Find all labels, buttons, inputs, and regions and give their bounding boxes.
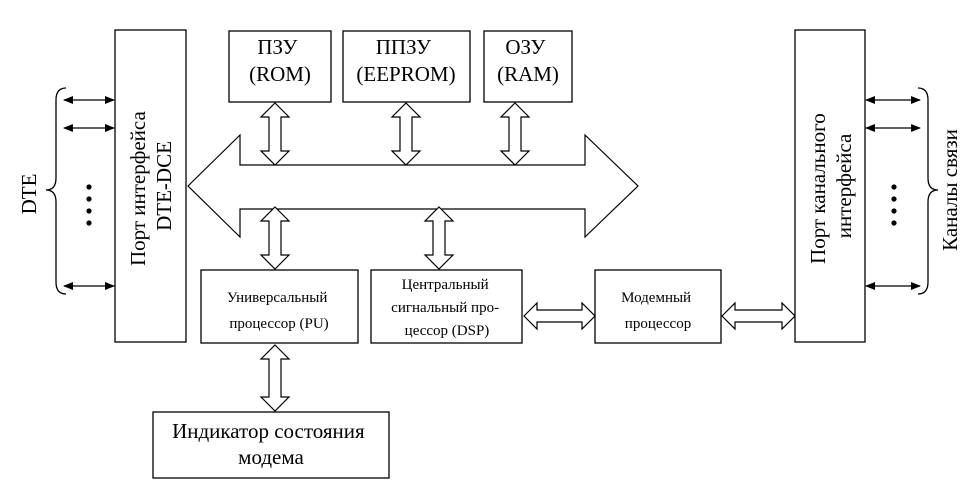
channels-brace bbox=[917, 87, 939, 295]
ram-label-line1: ОЗУ bbox=[505, 35, 545, 59]
dte-group-label: DTE bbox=[17, 174, 41, 215]
dte-ellipsis-dots bbox=[86, 184, 92, 226]
dte-port-label-line1: Порт интерфейса bbox=[126, 111, 150, 267]
eeprom-block: ППЗУ (EEPROM) bbox=[342, 30, 471, 103]
svg-text:Центральный сигнальный п: Центральный сигнальный про- цессор (DSP) bbox=[391, 277, 503, 339]
indicator-label-line2: модема bbox=[238, 445, 304, 469]
channel-ellipsis-dots bbox=[891, 184, 897, 226]
pu-indicator-arrow bbox=[259, 344, 291, 412]
dsp-modem-arrow bbox=[523, 301, 596, 331]
svg-text:ПЗУ (ROM): ПЗУ (ROM) bbox=[249, 35, 311, 86]
dte-dce-port: Порт интерфейса DTE-DCE bbox=[114, 29, 187, 343]
ram-block: ОЗУ (RAM) bbox=[483, 30, 573, 103]
svg-text:Порт интерфейса DTE-DCE: Порт интерфейса DTE-DCE bbox=[126, 106, 176, 266]
svg-text:Модемный процессор: Модемный процессор bbox=[621, 290, 695, 332]
modem-status-indicator-block: Индикатор состояния модема bbox=[152, 411, 390, 479]
rom-block: ПЗУ (ROM) bbox=[228, 30, 332, 103]
channels-group-label: Каналы связи bbox=[938, 129, 962, 251]
channel-interface-port: Порт канального интерфейса bbox=[794, 29, 866, 343]
eeprom-bus-arrow bbox=[390, 102, 422, 166]
rom-bus-arrow bbox=[259, 102, 291, 166]
svg-text:Порт канального интерфей: Порт канального интерфейса bbox=[806, 108, 856, 264]
dte-port-label-line2: DTE-DCE bbox=[152, 141, 176, 231]
svg-text:Индикатор состояния моде: Индикатор состояния модема bbox=[172, 419, 370, 469]
eeprom-label-line1: ППЗУ bbox=[376, 35, 431, 59]
system-bus-arrow bbox=[187, 133, 639, 239]
dte-brace bbox=[45, 87, 67, 295]
rom-label-line2: (ROM) bbox=[249, 62, 311, 86]
channel-port-label-line1: Порт канального bbox=[806, 113, 830, 264]
svg-text:Универсальный процессор: Универсальный процессор (PU) bbox=[227, 290, 331, 332]
modem-proc-label-line2: процессор bbox=[625, 316, 691, 332]
modem-proc-label-line1: Модемный bbox=[621, 290, 691, 306]
eeprom-label-line2: (EEPROM) bbox=[356, 62, 455, 86]
dsp-label-line2: сигнальный про- bbox=[391, 300, 499, 316]
pu-label-line2: процессор (PU) bbox=[229, 316, 328, 332]
bus-dsp-arrow bbox=[423, 206, 455, 270]
dsp-block: Центральный сигнальный про- цессор (DSP) bbox=[370, 269, 523, 344]
svg-text:ППЗУ (EEPROM): ППЗУ (EEPROM) bbox=[356, 35, 455, 86]
modem-processor-block: Модемный процессор bbox=[594, 269, 722, 344]
bus-pu-arrow bbox=[259, 206, 291, 270]
indicator-label-line1: Индикатор состояния bbox=[172, 419, 365, 443]
ram-label-line2: (RAM) bbox=[497, 62, 559, 86]
rom-label-line1: ПЗУ bbox=[257, 35, 297, 59]
ram-bus-arrow bbox=[499, 102, 531, 166]
universal-processor-block: Универсальный процессор (PU) bbox=[200, 269, 359, 344]
dsp-label-line3: цессор (DSP) bbox=[405, 323, 490, 339]
modem-port-arrow bbox=[721, 301, 796, 331]
channel-port-label-line2: интерфейса bbox=[832, 133, 856, 238]
dsp-label-line1: Центральный bbox=[402, 277, 489, 293]
svg-text:ОЗУ (RAM): ОЗУ (RAM) bbox=[497, 35, 559, 86]
pu-label-line1: Универсальный bbox=[227, 290, 328, 306]
